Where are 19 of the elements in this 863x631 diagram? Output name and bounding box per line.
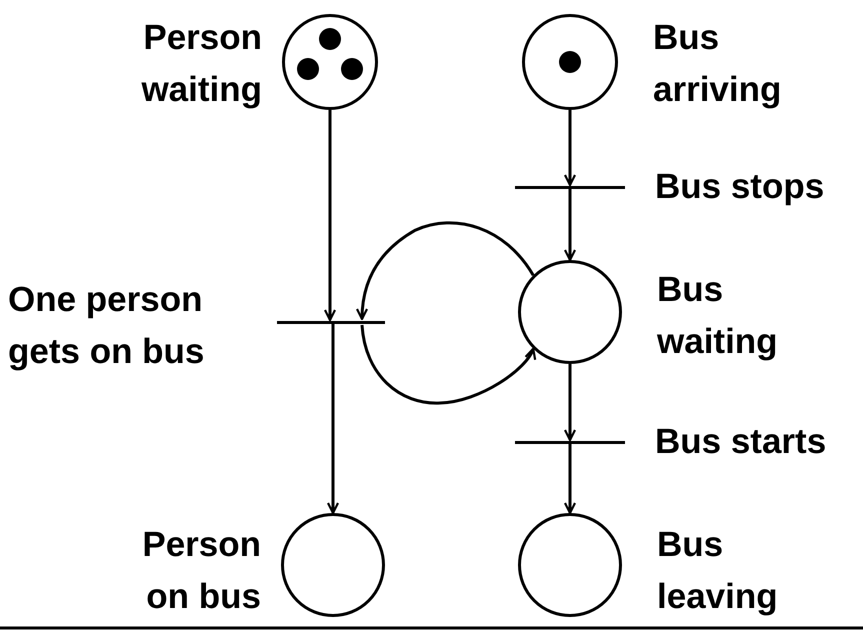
arrow xyxy=(326,324,340,514)
arrow xyxy=(324,110,336,322)
place-label: Bus waiting xyxy=(657,269,779,363)
transition-label: One person gets on bus xyxy=(8,279,206,373)
place-label: Person on bus xyxy=(141,524,261,618)
transition-bar xyxy=(515,186,625,189)
arrow xyxy=(564,364,576,442)
transition-bar xyxy=(515,441,625,444)
place-label: Person waiting xyxy=(140,17,262,111)
transition-bar xyxy=(277,321,385,324)
place-label: Bus leaving xyxy=(657,524,779,618)
arrow xyxy=(360,324,535,404)
arrow xyxy=(564,189,576,262)
arrow xyxy=(564,110,576,186)
transition-label: Bus stops xyxy=(655,166,826,208)
arrow xyxy=(564,444,576,514)
transition-label: Bus starts xyxy=(655,421,828,463)
place-label: Bus arriving xyxy=(653,17,782,111)
arrow xyxy=(356,221,534,320)
